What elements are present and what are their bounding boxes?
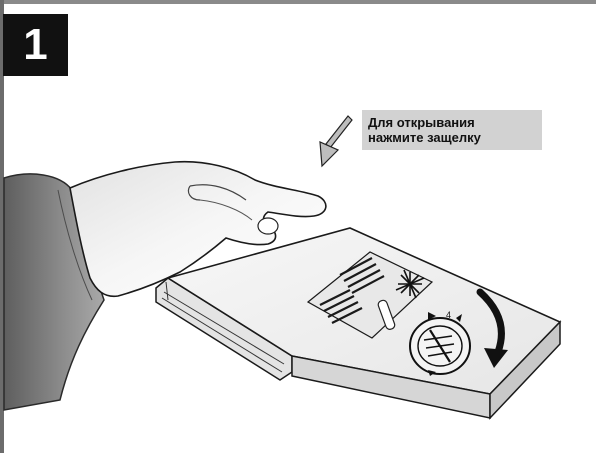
- pointer-arrow-icon: [320, 116, 352, 166]
- dial-knob: [410, 318, 470, 376]
- callout-line-1: Для открывания: [368, 115, 542, 130]
- svg-text:4: 4: [446, 310, 451, 320]
- step-number-badge: 1: [3, 14, 68, 76]
- callout-line-2: нажмите защелку: [368, 130, 542, 145]
- callout-label: Для открывания нажмите защелку: [362, 110, 542, 150]
